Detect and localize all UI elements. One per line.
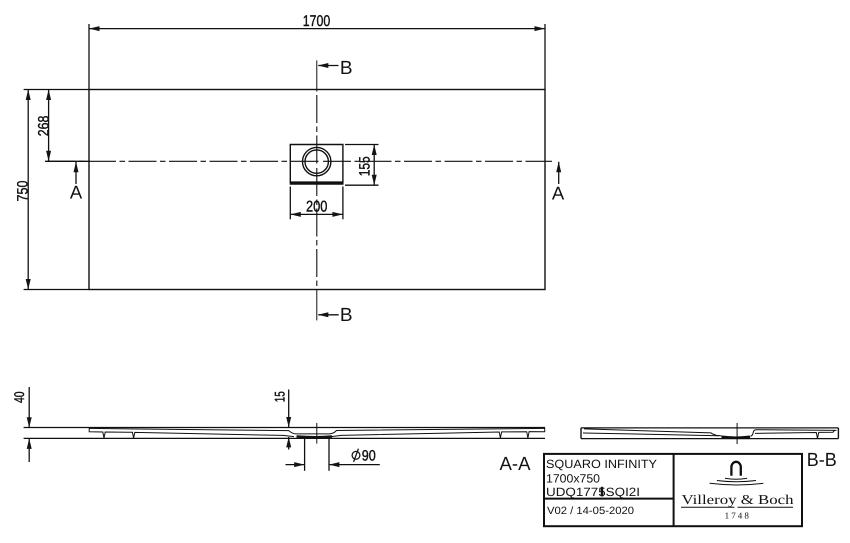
svg-text:A: A <box>70 182 83 203</box>
svg-text:UDQ1775SQI2I: UDQ1775SQI2I <box>546 485 640 499</box>
svg-text:1700: 1700 <box>303 13 331 30</box>
svg-text:40: 40 <box>11 391 27 403</box>
svg-text:A: A <box>552 183 565 204</box>
svg-text:1748: 1748 <box>725 511 751 521</box>
svg-text:B: B <box>340 305 353 326</box>
svg-text:B-B: B-B <box>807 450 837 471</box>
svg-text:A-A: A-A <box>500 454 531 475</box>
svg-text:Villeroy & Boch: Villeroy & Boch <box>682 492 794 507</box>
svg-text:1700x750: 1700x750 <box>546 471 600 485</box>
svg-text:200: 200 <box>306 198 328 215</box>
svg-text:268: 268 <box>36 116 53 137</box>
svg-text:SQUARO INFINITY: SQUARO INFINITY <box>546 457 657 471</box>
svg-text:V02 / 14-05-2020: V02 / 14-05-2020 <box>547 505 634 517</box>
svg-text:155: 155 <box>356 156 373 176</box>
svg-text:750: 750 <box>14 181 31 202</box>
svg-text:B: B <box>340 58 353 79</box>
svg-text:15: 15 <box>272 391 288 402</box>
svg-text:90: 90 <box>362 447 376 464</box>
